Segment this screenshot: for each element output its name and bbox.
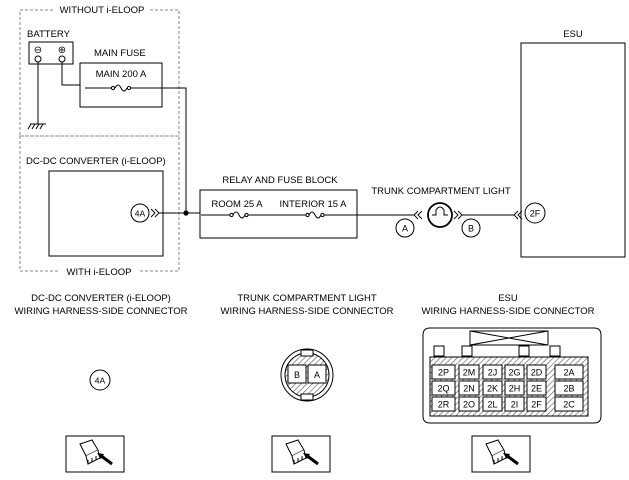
esu-pin-label: 2O bbox=[463, 400, 475, 410]
esu-label: ESU bbox=[563, 29, 583, 40]
esu-pin-cell bbox=[458, 380, 480, 396]
esu-pin-cell bbox=[504, 396, 525, 412]
battery-minus-icon: ⊖ bbox=[34, 45, 42, 56]
with-ieloop-group: WITH i-ELOOP bbox=[19, 135, 180, 278]
esu: ESU 2F bbox=[513, 29, 626, 258]
dcdc-label: DC-DC CONVERTER (i-ELOOP) bbox=[26, 156, 166, 167]
connector-view-icon bbox=[271, 435, 331, 473]
esu-pin-cell bbox=[504, 380, 525, 396]
esu-pin-cell bbox=[482, 364, 503, 380]
battery-label: BATTERY bbox=[27, 29, 71, 40]
dcdc-connector-pin: 4A bbox=[95, 376, 106, 386]
connector-arrow-icon bbox=[413, 210, 423, 220]
connector-arrow-icon bbox=[453, 210, 463, 220]
esu-pin-label: 2Q bbox=[437, 384, 449, 394]
esu-pin-label: 2D bbox=[531, 368, 543, 378]
esu-pin-label: 2C bbox=[563, 400, 575, 410]
esu-pin-label: 2K bbox=[487, 384, 498, 394]
trunk-connector-title-2: WIRING HARNESS-SIDE CONNECTOR bbox=[221, 306, 394, 317]
main-fuse: MAIN FUSE MAIN 200 A bbox=[79, 48, 187, 213]
connector-view-icon bbox=[65, 435, 125, 473]
connector-arrow-icon bbox=[513, 210, 523, 220]
esu-pin-label: 2E bbox=[531, 384, 542, 394]
fuse-icon bbox=[114, 84, 128, 92]
trunk-terminal-a: A bbox=[402, 224, 408, 234]
room-fuse-label: ROOM 25 A bbox=[211, 199, 263, 210]
interior-fuse-label: INTERIOR 15 A bbox=[279, 199, 347, 210]
connector-view-icon bbox=[471, 435, 531, 473]
esu-pin-cell bbox=[554, 396, 584, 412]
relay-block-label: RELAY AND FUSE BLOCK bbox=[222, 175, 338, 186]
esu-pin-grid: 2P 2M 2J 2G 2D 2A 2Q 2N 2K 2H 2E 2B 2R 2O 2L 2I 2F 2C bbox=[431, 364, 584, 412]
main-fuse-rating: MAIN 200 A bbox=[96, 69, 147, 80]
trunk-pin-a: A bbox=[314, 370, 320, 380]
trunk-light-label: TRUNK COMPARTMENT LIGHT bbox=[371, 186, 511, 197]
trunk-terminal-b: B bbox=[468, 224, 474, 234]
esu-pin-label: 2J bbox=[488, 368, 498, 378]
esu-pin-cell bbox=[458, 364, 480, 380]
esu-pin-label: 2I bbox=[511, 400, 519, 410]
esu-pin-cell bbox=[554, 380, 584, 396]
esu-pin-cell bbox=[504, 364, 525, 380]
esu-connector-title-2: WIRING HARNESS-SIDE CONNECTOR bbox=[422, 306, 595, 317]
esu-pin-cell bbox=[431, 380, 456, 396]
battery: BATTERY ⊖ ⊕ bbox=[27, 29, 85, 130]
dcdc-terminal: 4A bbox=[135, 209, 146, 219]
dcdc-connector-title-1: DC-DC CONVERTER (i-ELOOP) bbox=[31, 293, 171, 304]
esu-pin-label: 2B bbox=[563, 384, 574, 394]
esu-terminal: 2F bbox=[530, 209, 541, 219]
dcdc-connector-face: 4A bbox=[89, 369, 111, 391]
interior-fuse-icon bbox=[308, 211, 322, 219]
esu-pin-label: 2G bbox=[508, 368, 520, 378]
dcdc-converter: DC-DC CONVERTER (i-ELOOP) 4A bbox=[26, 156, 166, 257]
ground-icon bbox=[27, 123, 46, 130]
trunk-compartment-light: TRUNK COMPARTMENT LIGHT A B bbox=[357, 186, 514, 238]
without-ieloop-group: WITHOUT i-ELOOP bbox=[19, 2, 180, 137]
esu-pin-cell bbox=[526, 364, 547, 380]
esu-pin-cell bbox=[431, 364, 456, 380]
esu-pin-label: 2P bbox=[438, 368, 449, 378]
dcdc-connector-title-2: WIRING HARNESS-SIDE CONNECTOR bbox=[15, 306, 188, 317]
esu-pin-cell bbox=[526, 380, 547, 396]
battery-plus-icon: ⊕ bbox=[58, 45, 66, 56]
esu-pin-label: 2A bbox=[563, 368, 574, 378]
esu-pin-cell bbox=[431, 396, 456, 412]
main-fuse-label: MAIN FUSE bbox=[94, 48, 146, 59]
relay-fuse-block: RELAY AND FUSE BLOCK ROOM 25 A INTERIOR … bbox=[199, 175, 358, 239]
esu-pin-cell bbox=[554, 364, 584, 380]
trunk-connector-face: B A bbox=[280, 348, 334, 402]
esu-pin-cell bbox=[526, 396, 547, 412]
without-ieloop-label: WITHOUT i-ELOOP bbox=[60, 5, 145, 16]
with-ieloop-label: WITH i-ELOOP bbox=[67, 267, 132, 278]
splice-point bbox=[183, 210, 189, 216]
room-fuse-icon bbox=[232, 211, 246, 219]
esu-pin-label: 2M bbox=[463, 368, 476, 378]
esu-pin-label: 2R bbox=[438, 400, 450, 410]
esu-pin-cell bbox=[458, 396, 480, 412]
esu-pin-label: 2N bbox=[463, 384, 475, 394]
trunk-pin-b: B bbox=[294, 370, 300, 380]
esu-pin-label: 2H bbox=[509, 384, 521, 394]
trunk-connector-title-1: TRUNK COMPARTMENT LIGHT bbox=[237, 293, 377, 304]
esu-pin-cell bbox=[482, 380, 503, 396]
connector-titles: DC-DC CONVERTER (i-ELOOP) WIRING HARNESS… bbox=[15, 293, 595, 317]
esu-pin-label: 2L bbox=[487, 400, 497, 410]
esu-connector-title-1: ESU bbox=[498, 293, 518, 304]
esu-connector-face: 2P 2M 2J 2G 2D 2A 2Q 2N 2K 2H 2E 2B 2R 2O 2L 2I 2F 2C bbox=[422, 327, 602, 424]
esu-pin-label: 2F bbox=[531, 400, 542, 410]
bulb-icon bbox=[432, 206, 448, 216]
esu-pin-cell bbox=[482, 396, 503, 412]
